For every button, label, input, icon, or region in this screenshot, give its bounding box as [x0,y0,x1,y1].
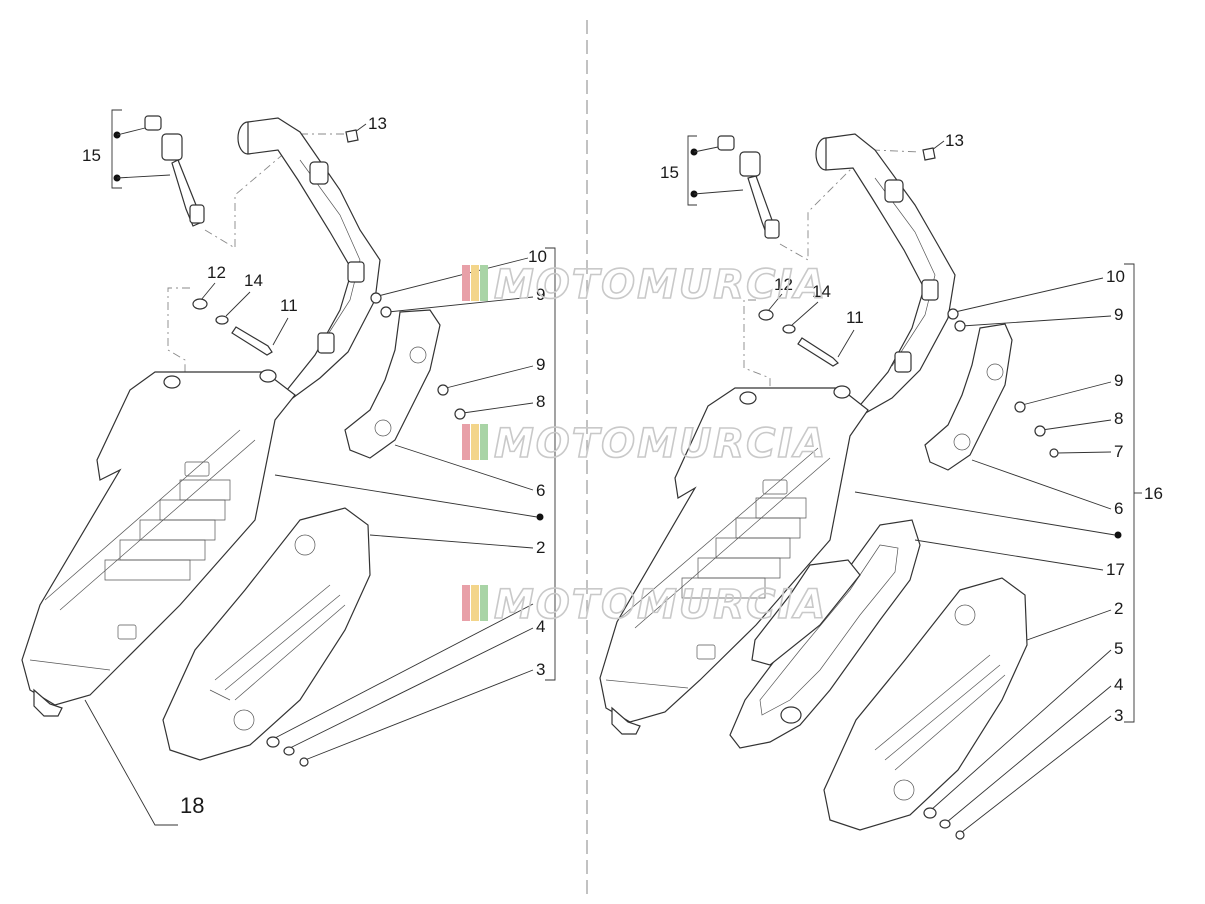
label-9a: 9 [536,285,545,304]
label-r10: 10 [1106,267,1125,286]
label-6: 6 [536,481,545,500]
label-8: 8 [536,392,545,411]
oxygen-sensor-right [717,135,780,239]
watermark-text: MOTOMURCIA [494,421,827,467]
small-heat-shield [344,309,441,459]
label-11: 11 [280,296,298,315]
gasket [729,519,921,749]
label-r11: 11 [846,308,864,327]
label-15: 15 [82,146,101,165]
label-r3: 3 [1114,706,1123,725]
label-r9b: 9 [1114,371,1123,390]
label-13: 13 [368,114,387,133]
label-r5: 5 [1114,639,1123,658]
label-14: 14 [244,271,263,290]
label-18: 18 [180,793,204,818]
watermark-text: MOTOMURCIA [494,262,827,308]
exhaust-header-pipe-right [815,133,956,416]
oxygen-sensor [144,115,205,227]
label-4: 4 [536,617,545,636]
label-r7: 7 [1114,442,1123,461]
label-r2: 2 [1114,599,1123,618]
large-heat-shield [162,507,371,761]
small-heat-shield-right [924,323,1013,471]
exhaust-header-pipe [237,117,381,401]
label-r8: 8 [1114,409,1123,428]
label-12: 12 [207,263,226,282]
label-r12: 12 [774,275,793,294]
left-assembly: 15 13 12 14 11 [21,109,556,826]
label-r15: 15 [660,163,679,182]
label-r13: 13 [945,131,964,150]
label-2: 2 [536,538,545,557]
label-r4: 4 [1114,675,1123,694]
label-9b: 9 [536,355,545,374]
label-r9a: 9 [1114,305,1123,324]
large-heat-shield-right [823,577,1028,831]
label-10: 10 [528,247,547,266]
watermark-text: MOTOMURCIA [494,582,827,628]
label-r16: 16 [1144,484,1163,503]
label-r14: 14 [812,282,831,301]
label-3: 3 [536,660,545,679]
watermark-2: MOTOMURCIA [462,420,827,468]
watermark-3: MOTOMURCIA [462,581,827,629]
right-assembly: 15 13 12 14 11 [599,131,1163,840]
silencer-right [599,385,869,735]
silencer [21,369,296,717]
label-r17: 17 [1106,560,1125,579]
label-r6: 6 [1114,499,1123,518]
watermark-1: MOTOMURCIA [462,261,827,309]
